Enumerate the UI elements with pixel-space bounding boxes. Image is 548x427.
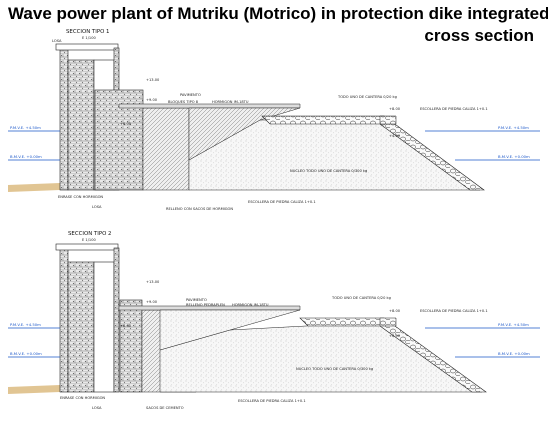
section-2-front-wall bbox=[113, 247, 120, 393]
section-2: SECCION TIPO 2 E 1/100 P.M.V.E. +4.50m B… bbox=[8, 231, 540, 410]
section-2-title: SECCION TIPO 2 bbox=[68, 231, 111, 237]
section-1-upper-fill bbox=[188, 107, 301, 161]
section-1-top-slab bbox=[118, 103, 301, 109]
section-2-label-relleno-top: RELLENO PEDRAPLEN bbox=[186, 303, 225, 307]
section-1-crown bbox=[379, 115, 397, 125]
section-2-label-escollera-bottom: ESCOLLERA DE PIEDRA CALIZA 1+0.1 bbox=[238, 399, 306, 403]
section-2-tower-column bbox=[67, 261, 95, 393]
section-1-elev-mid: +9.00 bbox=[146, 98, 158, 102]
section-1-label-relleno: RELLENO CON SACOS DE HORMIGON bbox=[166, 207, 233, 211]
section-1-label-bloques: BLOQUES TIPO 8 bbox=[168, 100, 199, 104]
section-2-crown bbox=[379, 317, 397, 327]
section-2-label-pavimento: PAVIMENTO bbox=[186, 298, 207, 302]
section-2-upper-fill bbox=[159, 309, 301, 351]
section-2-tower-wall bbox=[59, 247, 69, 393]
section-2-water-low-right-label: B.M.V.E. +0.00m bbox=[498, 351, 530, 356]
section-1-label-nucleo: NUCLEO TODO UNO DE CANTERA 0/300 kg bbox=[290, 169, 367, 173]
section-2-label-todo-uno: TODO UNO DE CANTERA 0/20 kg bbox=[331, 296, 391, 300]
section-2-label-enrase: ENRASE CON HORMIGON bbox=[60, 396, 105, 400]
section-1-water-low-left-label: B.M.V.E. +0.00m bbox=[10, 154, 42, 159]
section-1-elev-top: +13.00 bbox=[146, 78, 160, 82]
section-2-seabed bbox=[8, 385, 60, 394]
section-2-label-losa-bottom: LOSA bbox=[92, 406, 102, 410]
section-1-scale: E 1/100 bbox=[82, 36, 96, 40]
section-1-label-enrase: ENRASE CON HORMIGON bbox=[58, 195, 103, 199]
section-2-label-nucleo: NUCLEO TODO UNO DE CANTERA 0/300 kg bbox=[296, 367, 373, 371]
section-1-water-high-right-label: P.M.V.E. +4.50m bbox=[498, 125, 529, 130]
section-1-label-hormigon: HORMIGON IM-18TU bbox=[212, 100, 249, 104]
section-2-water-high-left-label: P.M.V.E. +4.50m bbox=[10, 322, 41, 327]
section-2-blocks bbox=[119, 299, 143, 393]
section-1-tower-top bbox=[55, 43, 119, 51]
section-2-water-low-left-label: B.M.V.E. +0.00m bbox=[10, 351, 42, 356]
section-1-elev-d: +4.00 bbox=[389, 134, 401, 138]
section-2-label-sacos: SACOS DE CEMENTO bbox=[146, 406, 184, 410]
section-1: SECCION TIPO 1 E 1/100 bbox=[8, 29, 540, 211]
section-1-label-pavimento: PAVIMENTO bbox=[180, 93, 201, 97]
section-2-elev-mid: +9.00 bbox=[146, 300, 158, 304]
section-2-chamber bbox=[93, 261, 115, 393]
section-1-water-high-left-label: P.M.V.E. +4.50m bbox=[10, 125, 41, 130]
figure-title-line2: cross section bbox=[424, 26, 534, 45]
section-1-title: SECCION TIPO 1 bbox=[66, 29, 109, 35]
section-1-tower-wall bbox=[59, 47, 69, 191]
figure-title-line1: Wave power plant of Mutriku (Motrico) in… bbox=[8, 4, 548, 23]
section-1-seabed bbox=[8, 183, 60, 192]
section-1-concrete-mass bbox=[142, 107, 190, 191]
section-1-label-losa-bottom: LOSA bbox=[92, 205, 102, 209]
section-1-label-losa: LOSA bbox=[52, 39, 62, 43]
section-1-tower-column bbox=[67, 59, 95, 191]
section-2-tower-top bbox=[55, 243, 119, 251]
section-2-label-escollera-top: ESCOLLERA DE PIEDRA CALIZA 1+0.1 bbox=[420, 309, 488, 313]
section-1-water-low-right-label: B.M.V.E. +0.00m bbox=[498, 154, 530, 159]
section-2-elev-b: +6.00 bbox=[120, 324, 132, 328]
section-1-label-escollera-bottom: ESCOLLERA DE PIEDRA CALIZA 1+0.1 bbox=[248, 200, 316, 204]
section-2-label-hormigon: HORMIGON IM-18TU bbox=[232, 303, 269, 307]
section-1-label-todo-uno: TODO UNO DE CANTERA 0/20 kg bbox=[337, 95, 397, 99]
section-1-elev-c: +8.00 bbox=[389, 107, 401, 111]
section-2-elev-top: +13.00 bbox=[146, 280, 160, 284]
section-2-elev-d: +6.00 bbox=[389, 334, 401, 338]
section-2-scale: E 1/100 bbox=[82, 238, 96, 242]
section-1-elev-b: +6.00 bbox=[120, 122, 132, 126]
section-1-label-escollera-top: ESCOLLERA DE PIEDRA CALIZA 1+0.1 bbox=[420, 107, 488, 111]
section-2-elev-c: +8.00 bbox=[389, 309, 401, 313]
section-2-water-high-right-label: P.M.V.E. +4.50m bbox=[498, 322, 529, 327]
